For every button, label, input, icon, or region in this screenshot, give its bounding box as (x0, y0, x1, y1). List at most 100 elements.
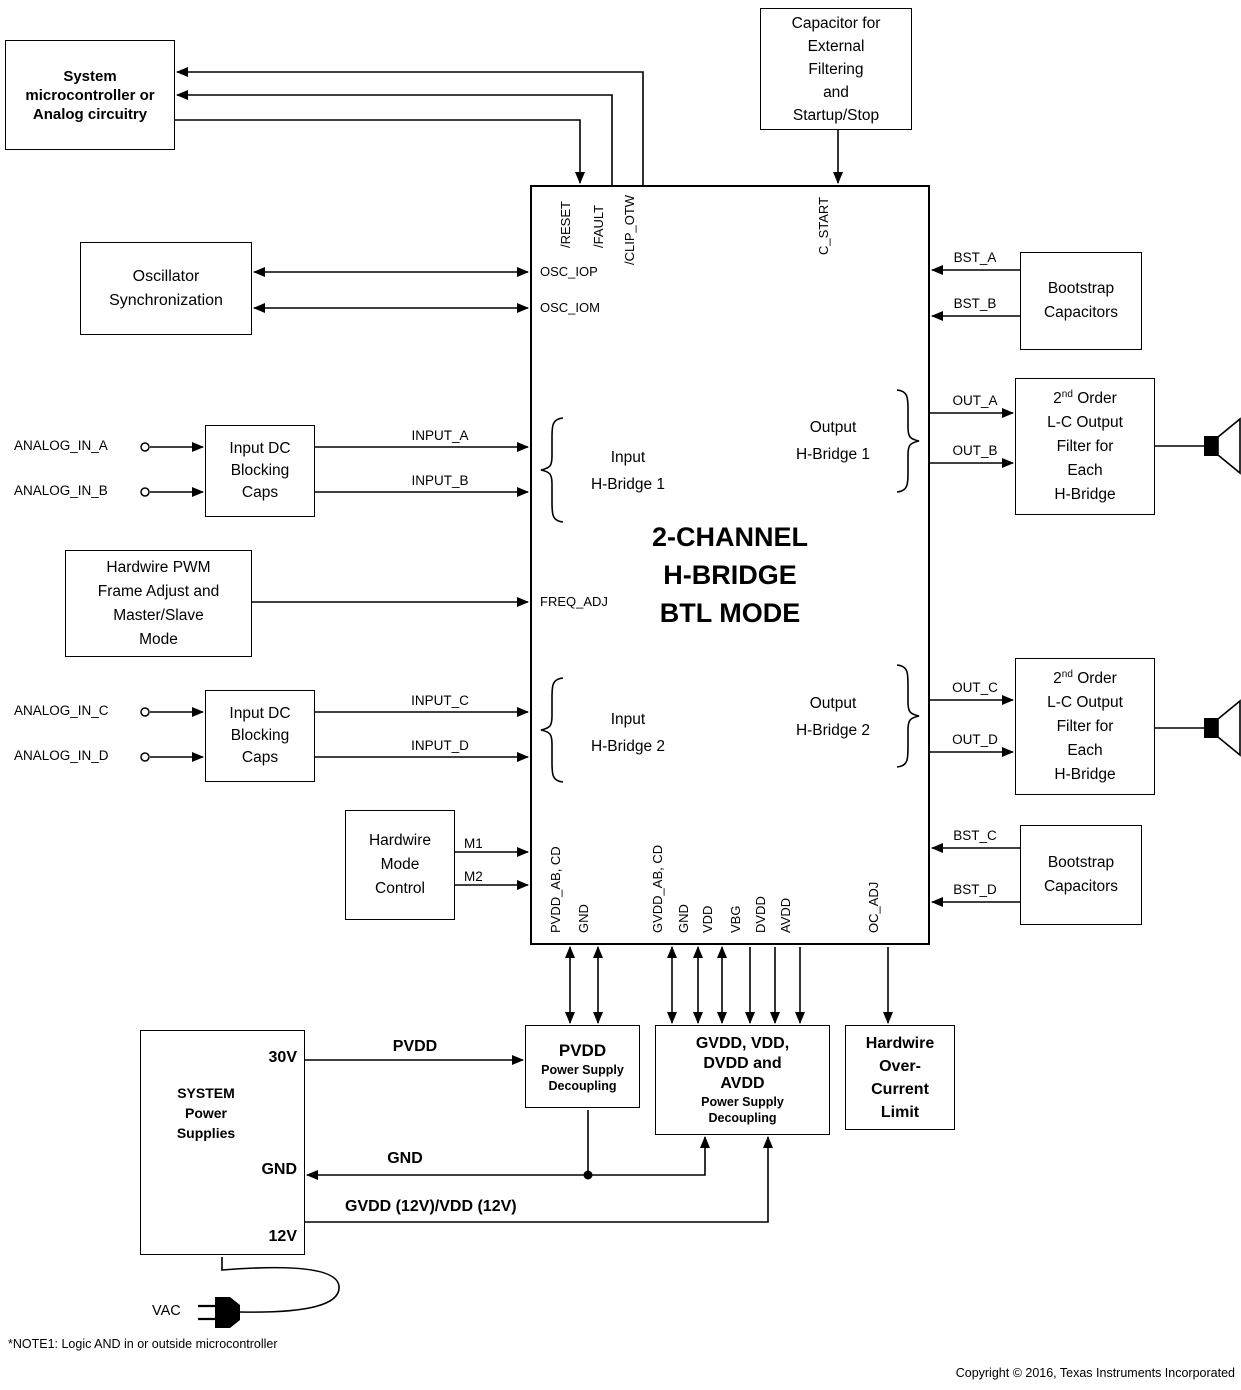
brace-output-hbridge-1 (896, 389, 920, 493)
block-line: H-Bridge (1054, 485, 1116, 503)
rail-30v: 30V (268, 1049, 297, 1066)
block-line: Capacitors (1043, 878, 1119, 895)
signal-pvdd-rail: PVDD (392, 1038, 438, 1055)
block-line: Capacitor for (791, 14, 881, 32)
block-line: Input DC (229, 440, 291, 457)
block-external-filter-capacitor: Capacitor for External Filtering and Sta… (760, 8, 912, 130)
group-output-hbridge-2: Output H-Bridge 2 (795, 695, 871, 739)
terminal-analog-in-b (140, 487, 150, 497)
pin-gnd-1: GND (576, 904, 591, 933)
block-bootstrap-capacitors-2: Bootstrap Capacitors (1020, 825, 1142, 925)
block-line: Blocking (230, 462, 290, 479)
block-input-dc-blocking-caps-1: Input DC Blocking Caps (205, 425, 315, 517)
terminal-analog-in-c (140, 707, 150, 717)
block-2channel-hbridge-chip (530, 185, 930, 945)
wire-gnd-rail (306, 1136, 710, 1180)
pin-oc-adj: OC_ADJ (866, 881, 881, 933)
junction-dot (583, 1170, 593, 1180)
block-line: Filter for (1056, 437, 1114, 455)
signal-bst-c: BST_C (953, 828, 997, 843)
footnote: *NOTE1: Logic AND in or outside microcon… (8, 1337, 278, 1351)
signal-out-d: OUT_D (952, 732, 998, 747)
block-line: Input DC (229, 705, 291, 722)
block-line: microcontroller or (25, 86, 155, 104)
block-line: 2nd Order (1053, 668, 1117, 687)
block-line: Hardwire (368, 832, 431, 849)
speaker-icon-2 (1204, 699, 1241, 757)
pin-clip-otw: /CLIP_OTW (622, 194, 637, 265)
block-line: Synchronization (109, 291, 223, 309)
block-line: Blocking (230, 727, 290, 744)
pin-osc-iop: OSC_IOP (540, 264, 598, 279)
block-line: Power Supply (541, 1062, 624, 1077)
block-pvdd-decoupling: PVDD Power Supply Decoupling (525, 1025, 640, 1108)
signal-bst-a: BST_A (953, 250, 997, 265)
block-line: L-C Output (1047, 413, 1123, 431)
block-system-microcontroller: System microcontroller or Analog circuit… (5, 40, 175, 150)
signal-input-d: INPUT_D (411, 738, 469, 753)
block-line: Current (871, 1080, 929, 1098)
block-hardwire-mode-control: Hardwire Mode Control (345, 810, 455, 920)
block-line: Capacitors (1043, 304, 1119, 321)
block-line: Hardwire PWM (106, 558, 211, 576)
block-gvdd-decoupling: GVDD, VDD, DVDD and AVDD Power Supply De… (655, 1025, 830, 1135)
block-hardwire-overcurrent-limit: Hardwire Over- Current Limit (845, 1025, 955, 1130)
ordinal-superscript: nd (1061, 388, 1073, 400)
block-line: Decoupling (708, 1111, 777, 1125)
pin-osc-iom: OSC_IOM (540, 300, 600, 315)
block-line: L-C Output (1047, 693, 1123, 711)
signal-input-a: INPUT_A (411, 428, 469, 443)
block-line: External (807, 37, 865, 55)
group-input-hbridge-1: Input H-Bridge 1 (590, 449, 666, 493)
signal-input-c: INPUT_C (411, 693, 469, 708)
wire-clip-otw (176, 67, 644, 185)
block-title: GVDD, VDD, (695, 1035, 790, 1052)
block-bootstrap-capacitors-1: Bootstrap Capacitors (1020, 252, 1142, 350)
pin-vbg: VBG (728, 905, 743, 933)
block-line: Over- (879, 1057, 921, 1075)
pin-vdd: VDD (700, 905, 715, 933)
signal-bst-b: BST_B (953, 296, 997, 311)
brace-input-hbridge-2 (540, 677, 564, 783)
terminal-analog-in-d (140, 752, 150, 762)
signal-out-a: OUT_A (952, 393, 998, 408)
signal-analog-in-d: ANALOG_IN_D (14, 748, 109, 763)
pin-reset: /RESET (558, 201, 573, 248)
signal-analog-in-a: ANALOG_IN_A (14, 438, 108, 453)
block-line: Master/Slave (113, 606, 204, 624)
pin-pvdd-ab-cd: PVDD_AB, CD (548, 846, 563, 933)
pin-c-start: C_START (816, 196, 831, 255)
block-title: AVDD (720, 1075, 765, 1092)
signal-out-c: OUT_C (952, 680, 998, 695)
block-line: Frame Adjust and (97, 582, 220, 600)
signal-vac: VAC (152, 1303, 181, 1319)
block-line: Bootstrap (1047, 854, 1115, 871)
block-line: H-Bridge (1054, 765, 1116, 783)
signal-m2: M2 (464, 869, 483, 884)
pin-fault: /FAULT (591, 204, 606, 248)
wire-reset (175, 119, 585, 184)
block-oscillator-synchronization: Oscillator Synchronization (80, 242, 252, 335)
block-input-dc-blocking-caps-2: Input DC Blocking Caps (205, 690, 315, 782)
rail-gnd: GND (261, 1161, 297, 1178)
wire-12v-rail (305, 1136, 773, 1223)
block-line: 2nd Order (1053, 388, 1117, 407)
block-line: System (63, 67, 117, 85)
pin-gvdd-ab-cd: GVDD_AB, CD (650, 844, 665, 933)
brace-output-hbridge-2 (896, 664, 920, 768)
speaker-icon-1 (1204, 417, 1241, 475)
signal-analog-in-b: ANALOG_IN_B (14, 483, 108, 498)
block-title: DVDD and (703, 1055, 782, 1072)
terminal-analog-in-a (140, 442, 150, 452)
chip-title: 2-CHANNEL H-BRIDGE BTL MODE (651, 522, 808, 628)
block-line: Startup/Stop (792, 106, 880, 124)
ordinal-superscript: nd (1061, 668, 1073, 680)
block-line: and (823, 83, 849, 101)
signal-m1: M1 (464, 836, 483, 851)
pin-avdd: AVDD (778, 897, 793, 933)
group-output-hbridge-1: Output H-Bridge 1 (795, 419, 871, 463)
signal-out-b: OUT_B (952, 443, 998, 458)
block-line: Caps (241, 484, 279, 501)
wire-fault (176, 90, 613, 185)
block-lc-output-filter-1: 2nd Order L-C Output Filter for Each H-B… (1015, 378, 1155, 515)
